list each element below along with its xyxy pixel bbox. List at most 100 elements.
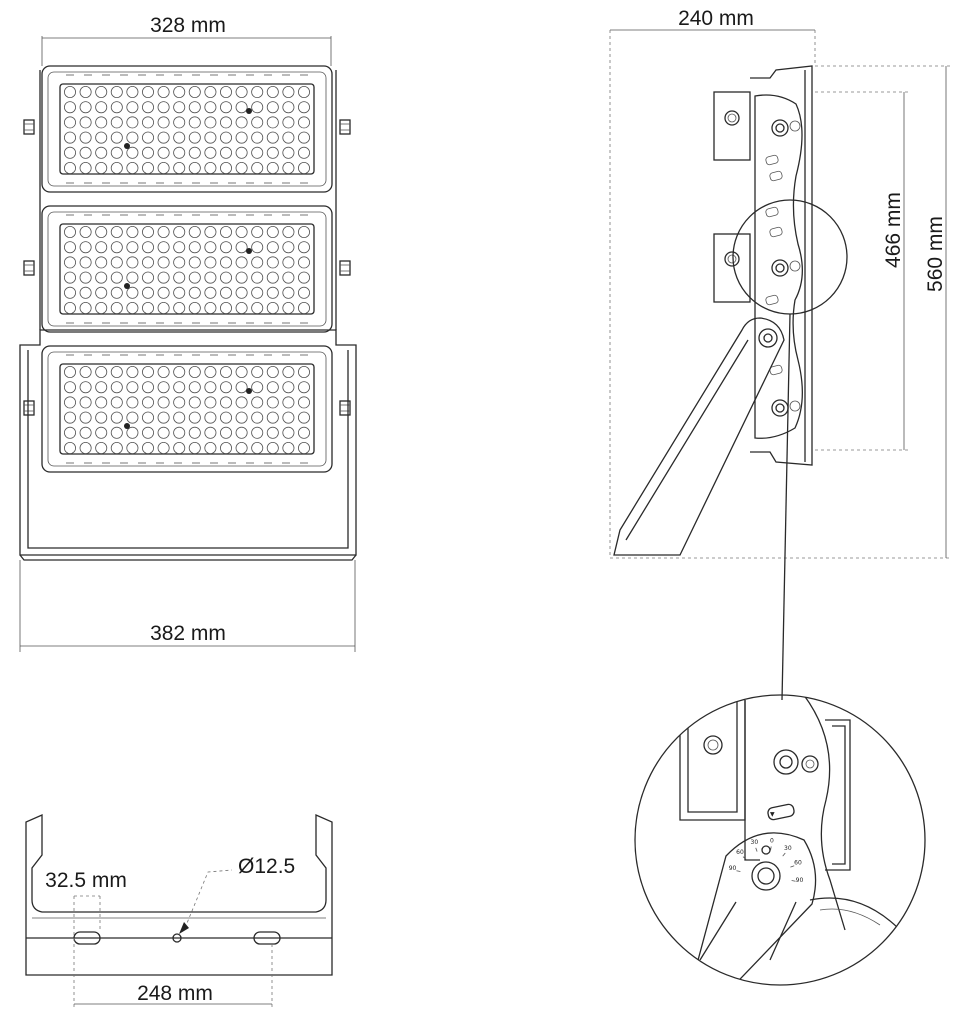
led [282, 271, 295, 284]
led [79, 301, 92, 314]
led [173, 365, 186, 378]
led [204, 241, 217, 254]
led [219, 426, 232, 439]
led [79, 286, 92, 299]
led [204, 381, 217, 394]
tilt-scale-tick [755, 847, 758, 852]
led [173, 286, 186, 299]
led [251, 441, 264, 454]
tilt-scale-label: 0 [770, 838, 774, 845]
led [64, 101, 77, 114]
led-panel [59, 363, 315, 455]
led [297, 396, 310, 409]
led [173, 301, 186, 314]
led [266, 256, 279, 269]
gland [339, 400, 351, 416]
led [235, 301, 248, 314]
led [64, 271, 77, 284]
led [95, 411, 108, 424]
led [297, 411, 310, 424]
led [110, 396, 123, 409]
dim-side-height-inner: 466 mm [882, 192, 905, 268]
led [141, 365, 154, 378]
slot [769, 226, 783, 238]
led [251, 256, 264, 269]
led [126, 161, 139, 174]
led [79, 411, 92, 424]
led [297, 241, 310, 254]
led [204, 116, 217, 129]
led [64, 365, 77, 378]
led [79, 396, 92, 409]
led [64, 241, 77, 254]
led [110, 101, 123, 114]
led [235, 225, 248, 238]
slot [765, 294, 779, 306]
module-inner-frame [47, 351, 327, 467]
led [297, 256, 310, 269]
led [204, 225, 217, 238]
led [126, 441, 139, 454]
led [188, 146, 201, 159]
led [251, 86, 264, 99]
led [95, 426, 108, 439]
led [64, 146, 77, 159]
led [157, 86, 170, 99]
led [204, 301, 217, 314]
side-pivots [771, 119, 801, 417]
led [251, 286, 264, 299]
led [204, 426, 217, 439]
led [110, 146, 123, 159]
led [235, 86, 248, 99]
led [110, 86, 123, 99]
led [173, 146, 186, 159]
bracket-detail: 32.5 mm Ø12.5 248 mm [25, 814, 333, 1008]
led [251, 116, 264, 129]
led [95, 365, 108, 378]
led [64, 411, 77, 424]
led [79, 441, 92, 454]
dim-side-height-total: 560 mm [924, 216, 947, 292]
led [95, 301, 108, 314]
pivot-bolt-core [775, 263, 785, 273]
module-inner-frame [47, 211, 327, 327]
led [173, 426, 186, 439]
led [157, 396, 170, 409]
front-view: 328 mm 382 mm [19, 14, 357, 652]
led [141, 301, 154, 314]
gland [339, 260, 351, 276]
led [282, 301, 295, 314]
led [110, 381, 123, 394]
led [282, 146, 295, 159]
led-module [41, 65, 333, 193]
led [79, 256, 92, 269]
slot [769, 364, 783, 376]
led [251, 101, 264, 114]
slot [769, 170, 783, 182]
led [157, 101, 170, 114]
led-module [41, 345, 333, 473]
dim-slot-offset: 32.5 mm [45, 869, 127, 892]
led [219, 161, 232, 174]
adjustment-slots [765, 154, 783, 376]
led [173, 101, 186, 114]
led [64, 381, 77, 394]
led [126, 381, 139, 394]
led [204, 441, 217, 454]
led [266, 271, 279, 284]
led [79, 101, 92, 114]
arrow-marker: ▼ [770, 811, 775, 818]
side-view: 240 mm 466 mm 560 mm [609, 7, 950, 701]
led [79, 86, 92, 99]
sensor-dot [124, 143, 130, 149]
led [235, 101, 248, 114]
led [173, 161, 186, 174]
led [64, 426, 77, 439]
led [282, 131, 295, 144]
led [282, 426, 295, 439]
led [110, 286, 123, 299]
led [173, 256, 186, 269]
led [79, 116, 92, 129]
led [266, 241, 279, 254]
led [251, 225, 264, 238]
